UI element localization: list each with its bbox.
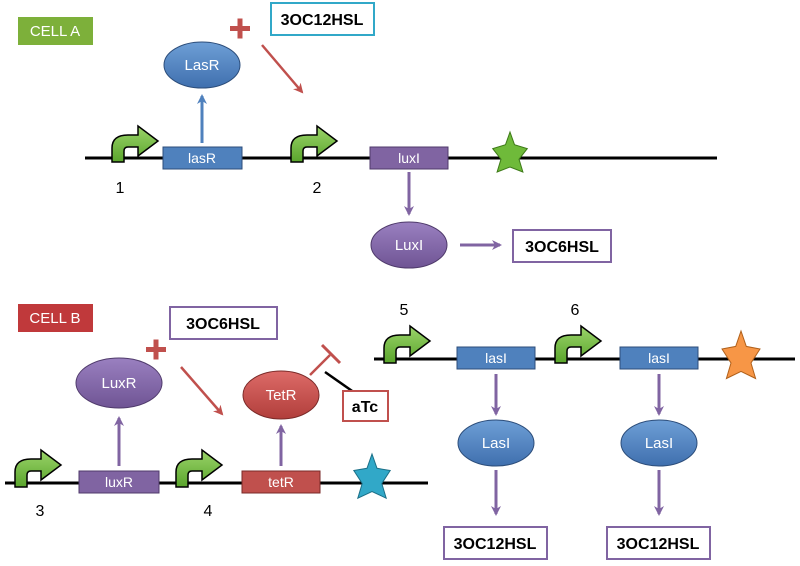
protein-TetR <box>242 370 320 420</box>
molecule-3OC12HSL-box-b1 <box>443 526 548 560</box>
gene-luxR-label: luxR <box>105 474 133 490</box>
molecule-3OC12HSL-box-b2 <box>606 526 711 560</box>
terminator-star-teal <box>352 452 392 500</box>
inducer-aTc-box <box>342 390 389 422</box>
gene-tetR-label: tetR <box>268 474 294 490</box>
activation-arrow-b <box>180 366 224 416</box>
protein-LuxR <box>75 357 163 409</box>
gene-lasR-label: lasR <box>188 150 216 166</box>
promoter-2-number: 2 <box>313 180 322 197</box>
protein-LasI-1 <box>457 419 535 467</box>
activation-plus-icon-b <box>146 339 166 360</box>
terminator-star-green <box>491 130 529 173</box>
molecule-3OC12HSL-box-a <box>270 2 375 36</box>
repression-bar <box>320 343 342 365</box>
aTc-binding-line <box>324 370 356 395</box>
promoter-1-arrow <box>111 124 160 163</box>
promoter-1-number: 1 <box>116 180 125 197</box>
protein-TetR-label: TetR <box>266 387 297 404</box>
promoter-6-number: 6 <box>571 302 580 319</box>
protein-LuxR-label: LuxR <box>101 375 136 392</box>
gene-lasI-2 <box>619 346 699 370</box>
promoter-5-number: 5 <box>400 302 409 319</box>
inducer-aTc-label: aTc <box>352 399 378 416</box>
gene-lasI-1 <box>456 346 536 370</box>
gene-lasR <box>162 146 243 170</box>
gene-lasI-2-label: lasI <box>648 350 670 366</box>
molecule-3OC6HSL-box-a <box>512 229 612 263</box>
protein-LasI-2 <box>620 419 698 467</box>
cell-a-label: CELL A <box>30 23 80 40</box>
protein-LasR-label: LasR <box>184 57 219 74</box>
promoter-6-arrow <box>554 324 603 364</box>
promoter-4-arrow <box>175 448 224 488</box>
promoter-5-arrow <box>383 324 432 364</box>
gene-lasI-1-label: lasI <box>485 350 507 366</box>
gene-luxI <box>369 146 449 170</box>
molecule-3OC6HSL-label-a: 3OC6HSL <box>525 239 599 256</box>
promoter-3-arrow <box>14 448 63 488</box>
molecule-3OC6HSL-label-b: 3OC6HSL <box>186 316 260 333</box>
protein-LuxI <box>370 221 448 269</box>
protein-LasI-1-label: LasI <box>482 435 510 452</box>
cell-b-badge <box>18 304 93 332</box>
molecule-3OC12HSL-label-b2: 3OC12HSL <box>617 536 700 553</box>
protein-LasI-2-label: LasI <box>645 435 673 452</box>
promoter-3-number: 3 <box>36 503 45 520</box>
molecule-3OC12HSL-label-a: 3OC12HSL <box>281 12 364 29</box>
cell-a-badge <box>18 17 93 45</box>
promoter-2-arrow <box>290 124 339 163</box>
terminator-star-orange <box>721 329 761 380</box>
protein-LuxI-label: LuxI <box>395 237 423 254</box>
cell-b-group: CELL B 3OC6HSL LuxR 3 luxR 4 <box>5 302 795 560</box>
molecule-3OC6HSL-box-b <box>169 306 278 340</box>
protein-LasR <box>163 41 241 89</box>
cell-b-label: CELL B <box>29 310 80 327</box>
activation-plus-icon-a <box>230 18 250 39</box>
activation-arrow-a <box>261 44 304 94</box>
cell-a-group: CELL A 1 lasR LasR 3OC12HSL 2 <box>18 2 717 269</box>
gene-luxI-label: luxI <box>398 150 420 166</box>
promoter-4-number: 4 <box>204 503 213 520</box>
repression-line <box>309 354 331 376</box>
molecule-3OC12HSL-label-b1: 3OC12HSL <box>454 536 537 553</box>
gene-luxR <box>78 470 160 494</box>
gene-tetR <box>241 470 321 494</box>
